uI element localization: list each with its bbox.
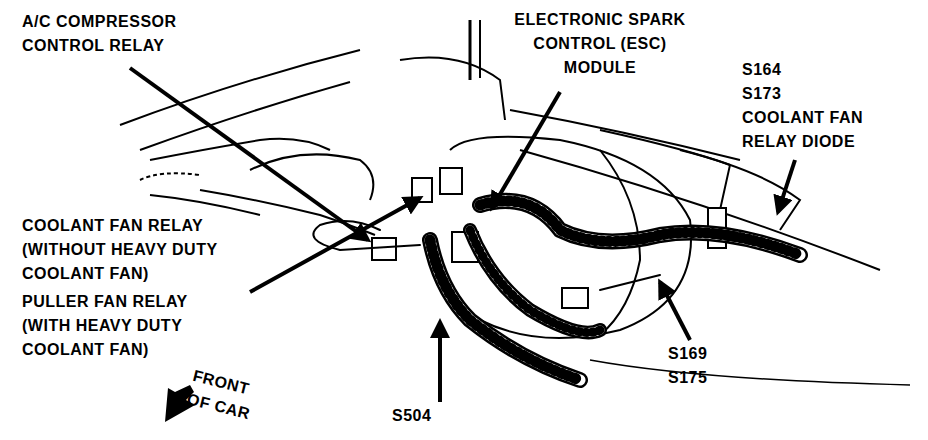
part-label: S173 [742,82,862,106]
leader-arrows [130,68,795,402]
part-label: COOLANT FAN RELAY DIODE [742,106,882,154]
part-label: S504 [392,404,452,428]
part-label: S169 [668,342,728,366]
part-label: S175 [668,366,728,390]
part-label: S164 [742,58,862,82]
wiring-harness [313,201,800,380]
part-label: PULLER FAN RELAY (WITH HEAVY DUTY COOLAN… [22,290,237,362]
part-label: ELECTRONIC SPARK CONTROL (ESC) MODULE [505,8,695,80]
part-label: A/C COMPRESSOR CONTROL RELAY [22,10,222,58]
part-label: COOLANT FAN RELAY (WITHOUT HEAVY DUTY CO… [22,214,257,286]
body-outline [120,20,910,385]
part-label: FRONT OF CAR [184,364,273,430]
